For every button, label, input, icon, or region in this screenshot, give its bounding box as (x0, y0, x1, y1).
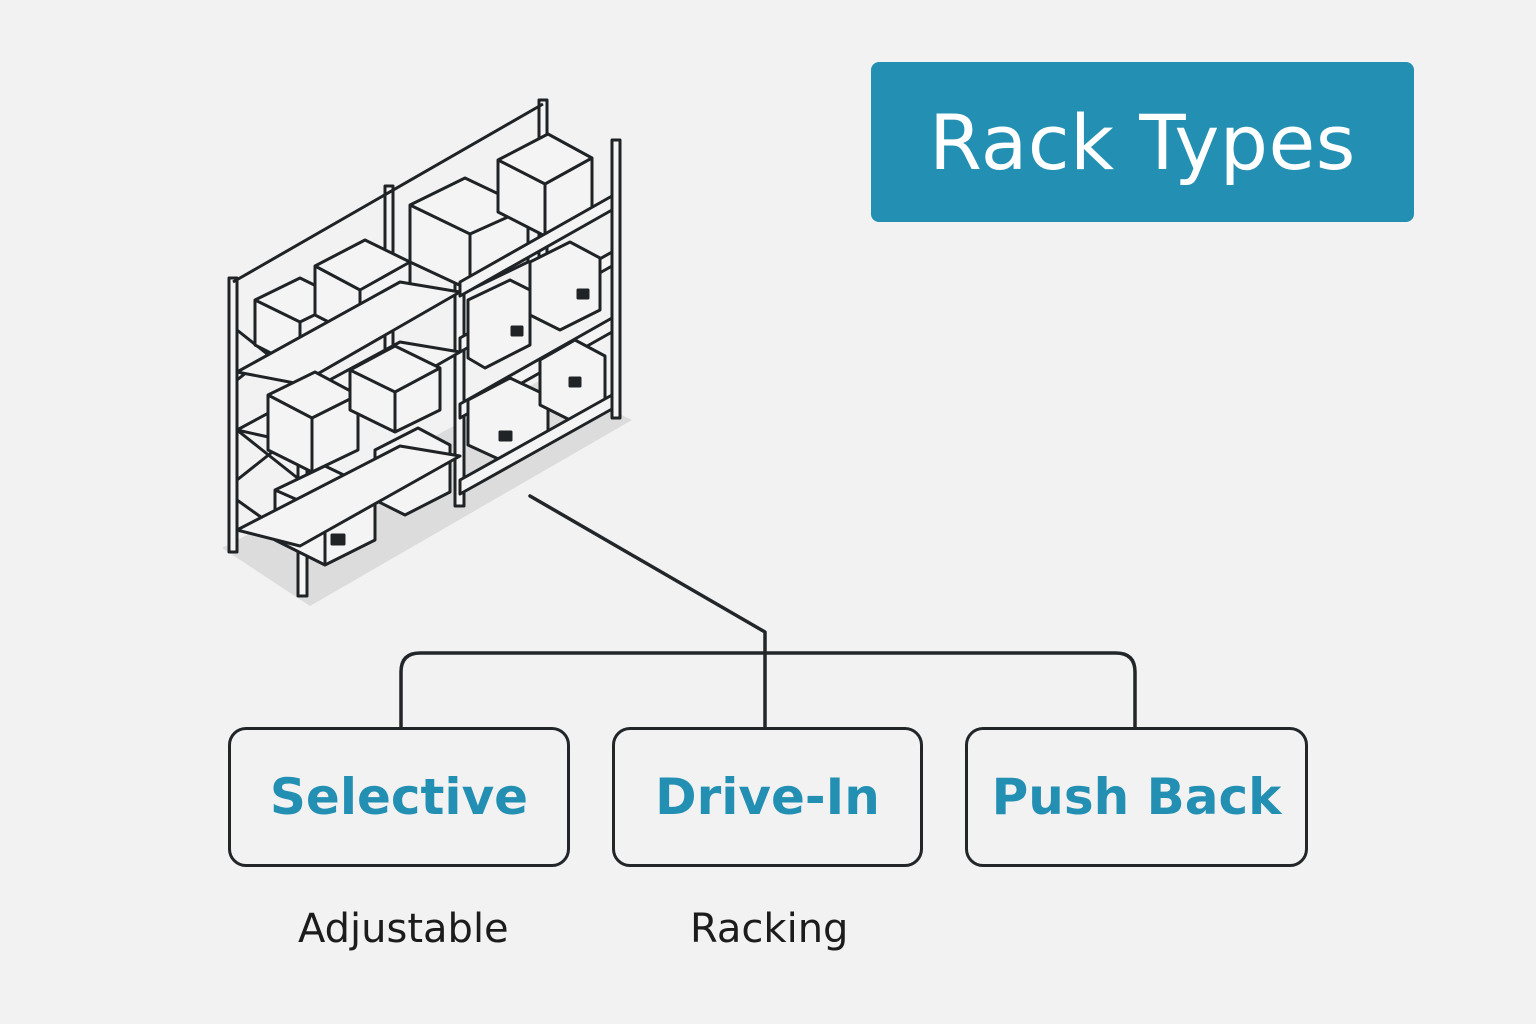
caption-racking: Racking (690, 906, 849, 952)
node-push-back: Push Back (965, 727, 1308, 867)
node-label: Selective (269, 768, 529, 826)
node-drive-in: Drive-In (612, 727, 923, 867)
node-selective: Selective (228, 727, 570, 867)
caption-adjustable: Adjustable (298, 906, 509, 952)
node-label: Push Back (991, 768, 1282, 826)
page-title: Rack Types (871, 62, 1414, 222)
node-label: Drive-In (655, 768, 880, 826)
